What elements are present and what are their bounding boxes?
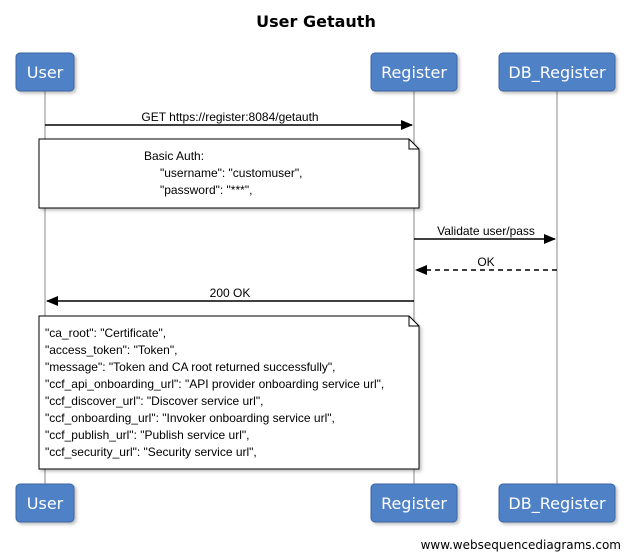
actor-label-register: Register [381,494,447,513]
note-body-line-8: "ccf_security_url": "Security service ur… [45,445,257,459]
message-get-label: GET https://register:8084/getauth [141,110,318,124]
actor-user-bottom: User [15,483,75,523]
actor-label-user: User [27,63,64,82]
actor-box [370,483,458,523]
note-body-line-3: "message": "Token and CA root returned s… [45,360,336,374]
diagram-title: User Getauth [256,12,376,31]
note-body-line-4: "ccf_api_onboarding_url": "API provider … [45,377,384,391]
note-fold [408,139,419,150]
actor-box [498,52,616,92]
actor-db-register-top: DB_Register [498,52,616,92]
note-body-line-5: "ccf_discover_url": "Discover service ur… [45,394,263,408]
actor-register-top: Register [370,52,458,92]
actor-label-register: Register [381,63,447,82]
note-box [38,138,420,209]
actor-user-top: User [15,52,75,92]
note-box [38,315,420,470]
note-auth-line-2: "username": "customuser", [160,166,302,180]
actor-label-user: User [27,494,64,513]
actor-box [370,52,458,92]
actor-box [15,52,75,92]
actor-label-db-register: DB_Register [508,63,606,83]
message-validate-label: Validate user/pass [437,224,535,238]
message-response-label: 200 OK [210,286,251,300]
note-body-line-6: "ccf_onboarding_url": "Invoker onboardin… [45,411,335,425]
actor-label-db-register: DB_Register [508,494,606,514]
note-body-line-7: "ccf_publish_url": "Publish service url"… [45,428,249,442]
actor-register-bottom: Register [370,483,458,523]
actor-box [15,483,75,523]
note-basic-auth: Basic Auth: "username": "customuser", "p… [38,138,420,209]
actor-db-register-bottom: DB_Register [498,483,616,523]
note-body-line-2: "access_token": "Token", [45,343,177,357]
note-response-body: "ca_root": "Certificate", "access_token"… [38,315,420,470]
note-fold [408,316,419,327]
actor-box [498,483,616,523]
note-auth-line-3: "password": "***", [160,183,252,197]
footer-watermark: www.websequencediagrams.com [421,538,621,552]
note-body-line-1: "ca_root": "Certificate", [45,326,166,340]
note-auth-line-1: Basic Auth: [144,149,204,163]
message-ok-label: OK [477,255,494,269]
